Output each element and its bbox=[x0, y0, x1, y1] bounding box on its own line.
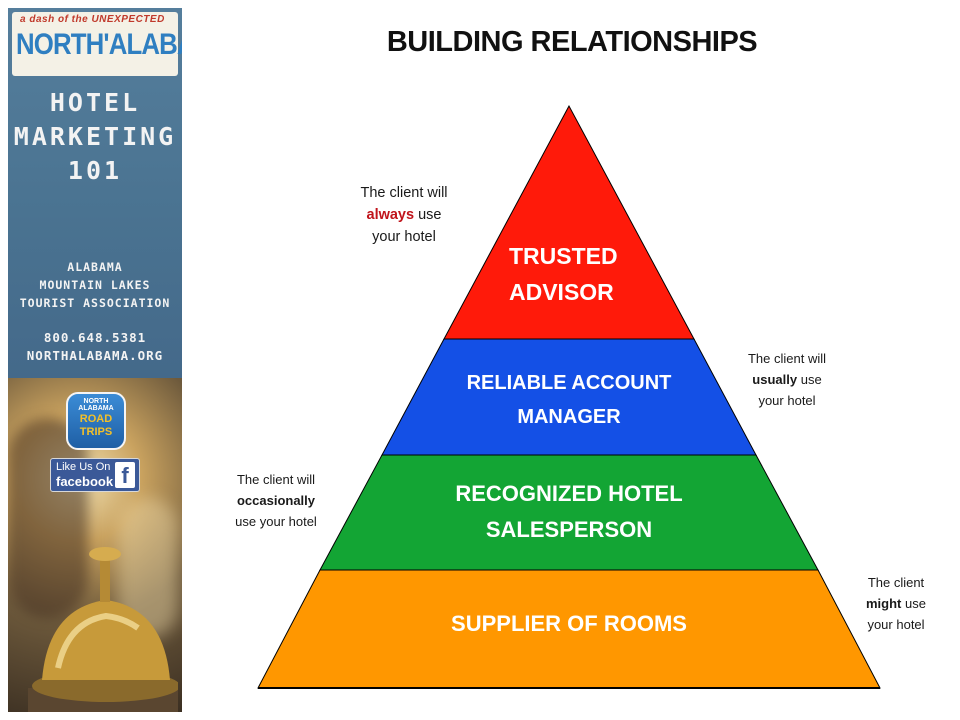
note-rest: use bbox=[800, 372, 822, 387]
association-line-1: ALABAMA bbox=[67, 260, 123, 274]
note-line-emphasis: might use bbox=[846, 593, 946, 614]
page-title: BUILDING RELATIONSHIPS bbox=[386, 26, 758, 58]
tier-label-recognized-hotel-salesperson: RECOGNIZED HOTEL SALESPERSON bbox=[399, 476, 739, 548]
tier-label-trusted-advisor: TRUSTED ADVISOR bbox=[472, 238, 672, 310]
road-trips-small-text: NORTH ALABAMA bbox=[78, 398, 114, 412]
note-line-emphasis: occasionally bbox=[215, 490, 337, 511]
tier-label-line: SUPPLIER OF ROOMS bbox=[451, 611, 687, 636]
tier-label-line: SALESPERSON bbox=[485, 517, 653, 542]
note-line: your hotel bbox=[372, 229, 436, 245]
photo-blur-figure bbox=[8, 418, 88, 618]
headline-hotel: HOTEL bbox=[49, 88, 141, 117]
service-bell-icon bbox=[28, 547, 178, 712]
facebook-like-text: Like Us On bbox=[56, 461, 111, 473]
facebook-wordmark: facebook bbox=[56, 474, 114, 489]
facebook-like-button[interactable]: Like Us On facebook f bbox=[50, 458, 140, 492]
road-trips-word-2: TRIPS bbox=[79, 426, 113, 438]
note-usually: The client will usually use your hotel bbox=[728, 348, 846, 411]
tier-label-supplier-of-rooms: SUPPLIER OF ROOMS bbox=[399, 608, 739, 640]
headline-marketing: MARKETING bbox=[13, 122, 177, 151]
note-line: The client will bbox=[747, 351, 827, 366]
note-might: The client might use your hotel bbox=[846, 572, 946, 635]
note-line-emphasis: usually use bbox=[728, 369, 846, 390]
facebook-icon: f bbox=[115, 462, 135, 488]
tier-label-line: MANAGER bbox=[517, 406, 621, 428]
note-rest: use bbox=[905, 596, 926, 611]
headline-101: 101 bbox=[67, 156, 123, 185]
association-line-2: MOUNTAIN LAKES bbox=[39, 278, 151, 292]
tier-label-reliable-account-manager: RELIABLE ACCOUNT MANAGER bbox=[419, 366, 719, 434]
tier-label-line: RECOGNIZED HOTEL bbox=[455, 481, 683, 506]
note-line: The client will bbox=[236, 472, 316, 487]
note-line: use your hotel bbox=[235, 514, 317, 529]
note-occasionally: The client will occasionally use your ho… bbox=[215, 469, 337, 532]
road-trips-badge[interactable]: NORTH ALABAMA ROAD TRIPS bbox=[66, 392, 126, 450]
banner-top-panel: a dash of the UNEXPECTED NORTH'ALABAMA H… bbox=[8, 8, 182, 378]
hotel-lobby-photo: NORTH ALABAMA ROAD TRIPS Like Us On face… bbox=[8, 378, 182, 712]
association-line-3: TOURIST ASSOCIATION bbox=[19, 296, 171, 310]
note-line: The client will bbox=[360, 185, 448, 201]
note-rest: use bbox=[418, 207, 442, 223]
phone-number: 800.648.5381 bbox=[43, 330, 147, 345]
road-trips-word-1: ROAD bbox=[79, 413, 113, 425]
note-emphasis-word: occasionally bbox=[236, 493, 316, 508]
logo-tagline: a dash of the UNEXPECTED bbox=[20, 14, 165, 25]
note-always: The client will always use your hotel bbox=[334, 182, 474, 248]
north-alabama-logo: a dash of the UNEXPECTED NORTH'ALABAMA bbox=[12, 12, 182, 76]
note-emphasis-word: usually bbox=[752, 372, 798, 387]
note-emphasis-word: always bbox=[366, 207, 415, 223]
tier-label-line: ADVISOR bbox=[509, 279, 614, 305]
website: NORTHALABAMA.ORG bbox=[26, 348, 164, 363]
note-line-emphasis: always use bbox=[334, 204, 474, 226]
hotel-marketing-banner: a dash of the UNEXPECTED NORTH'ALABAMA H… bbox=[8, 8, 182, 712]
note-emphasis-word: might bbox=[866, 596, 902, 611]
note-line: your hotel bbox=[758, 393, 816, 408]
note-line: The client bbox=[867, 575, 925, 590]
tier-label-line: RELIABLE ACCOUNT bbox=[466, 372, 672, 394]
tier-label-line: TRUSTED bbox=[509, 243, 618, 269]
note-line: your hotel bbox=[867, 617, 925, 632]
